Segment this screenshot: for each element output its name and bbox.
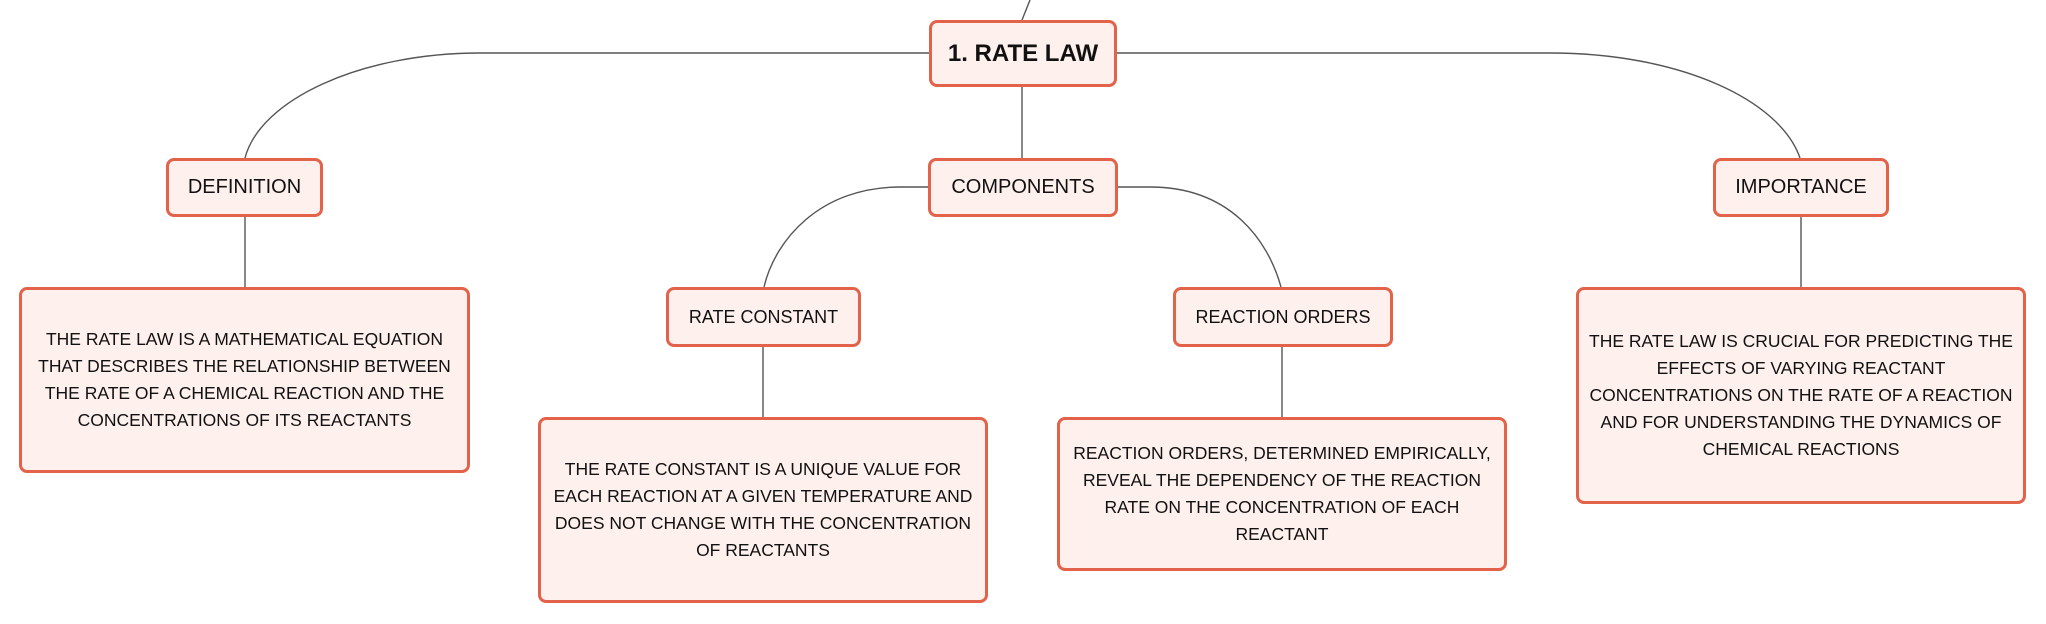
reaction-orders-detail-node[interactable]: REACTION ORDERS, DETERMINED EMPIRICALLY,… [1057, 417, 1507, 571]
connector-root-to-importance [1117, 52, 1801, 159]
branch-node-components[interactable]: COMPONENTS [928, 158, 1118, 217]
branch-node-definition[interactable]: DEFINITION [166, 158, 323, 217]
connector-root-to-definition [244, 52, 929, 159]
root-node-rate-law[interactable]: 1. RATE LAW [929, 20, 1117, 87]
connector-parent-to-root [1021, 0, 1031, 21]
branch-node-importance[interactable]: IMPORTANCE [1713, 158, 1889, 217]
definition-detail-node[interactable]: THE RATE LAW IS A MATHEMATICAL EQUATION … [19, 287, 470, 473]
sub-node-reaction-orders[interactable]: REACTION ORDERS [1173, 287, 1393, 347]
importance-detail-node[interactable]: THE RATE LAW IS CRUCIAL FOR PREDICTING T… [1576, 287, 2026, 504]
connector-components-to-rate-constant [763, 186, 928, 288]
connector-components-to-reaction-orders [1117, 186, 1282, 288]
rate-constant-detail-node[interactable]: THE RATE CONSTANT IS A UNIQUE VALUE FOR … [538, 417, 988, 603]
sub-node-rate-constant[interactable]: RATE CONSTANT [666, 287, 861, 347]
